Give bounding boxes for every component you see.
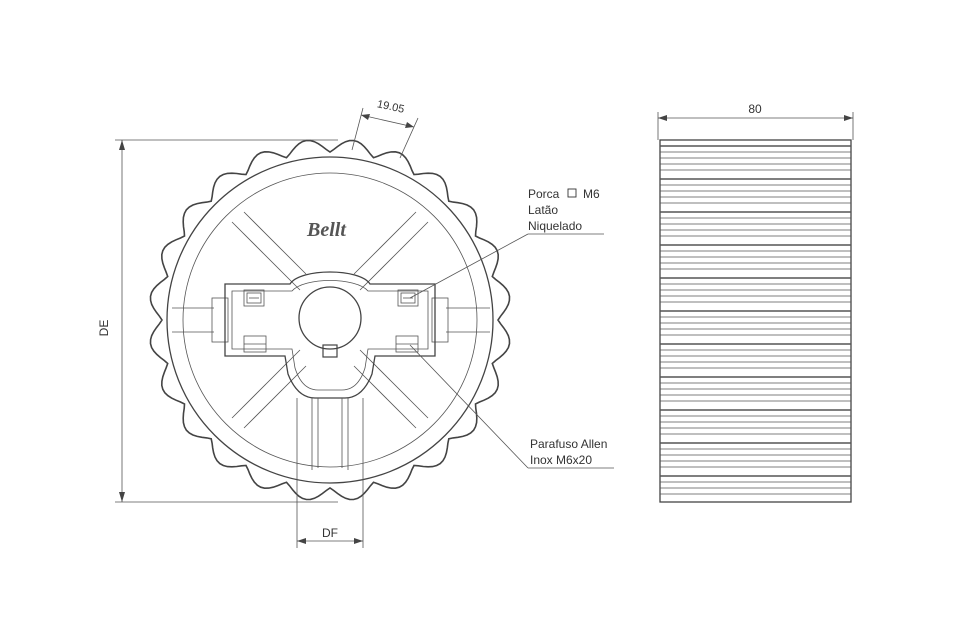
sprocket-hub-inner — [231, 280, 429, 391]
sprocket-hub — [224, 271, 436, 399]
sprocket-tooth-profile — [149, 139, 511, 501]
sprocket-inner-ring-2 — [182, 172, 478, 468]
callout-nut-line2: Latão — [528, 203, 558, 217]
sprocket-lower-channel — [311, 398, 349, 470]
dimension-bore-diameter: DF — [296, 398, 364, 548]
callout-screw-line1: Parafuso Allen — [530, 437, 607, 451]
callout-screw-line2: Inox M6x20 — [530, 453, 592, 467]
callout-nut-line3: Niquelado — [528, 219, 582, 233]
sprocket-spokes — [231, 211, 429, 429]
side-view-tooth-lines — [660, 145, 851, 495]
callout-nut-line1b: M6 — [583, 187, 600, 201]
sprocket-side-view — [659, 139, 852, 503]
callout-screw: Parafuso Allen Inox M6x20 — [409, 344, 614, 469]
callout-nut: Porca M6 Latão Niquelado — [409, 187, 604, 299]
screw-right — [395, 335, 419, 353]
nut-left — [243, 289, 265, 307]
dimension-outer-diameter: DE — [97, 139, 338, 503]
sprocket-bore — [298, 286, 362, 358]
screw-left — [243, 335, 267, 353]
sprocket-front-view: Bellt — [149, 139, 511, 501]
square-symbol-icon — [567, 188, 577, 198]
dimension-pitch: 19.05 — [351, 98, 419, 159]
nut-right — [397, 289, 419, 307]
sprocket-horizontal-ribs — [172, 297, 490, 343]
sprocket-inner-ring — [166, 156, 494, 484]
dimension-width-label: 80 — [748, 102, 762, 116]
dimension-pitch-label: 19.05 — [376, 98, 405, 115]
dimension-outer-diameter-label: DE — [97, 320, 111, 337]
dimension-width: 80 — [657, 102, 854, 140]
brand-logo: Bellt — [306, 219, 347, 241]
callout-nut-line1: Porca — [528, 187, 560, 201]
dimension-bore-diameter-label: DF — [322, 526, 338, 540]
